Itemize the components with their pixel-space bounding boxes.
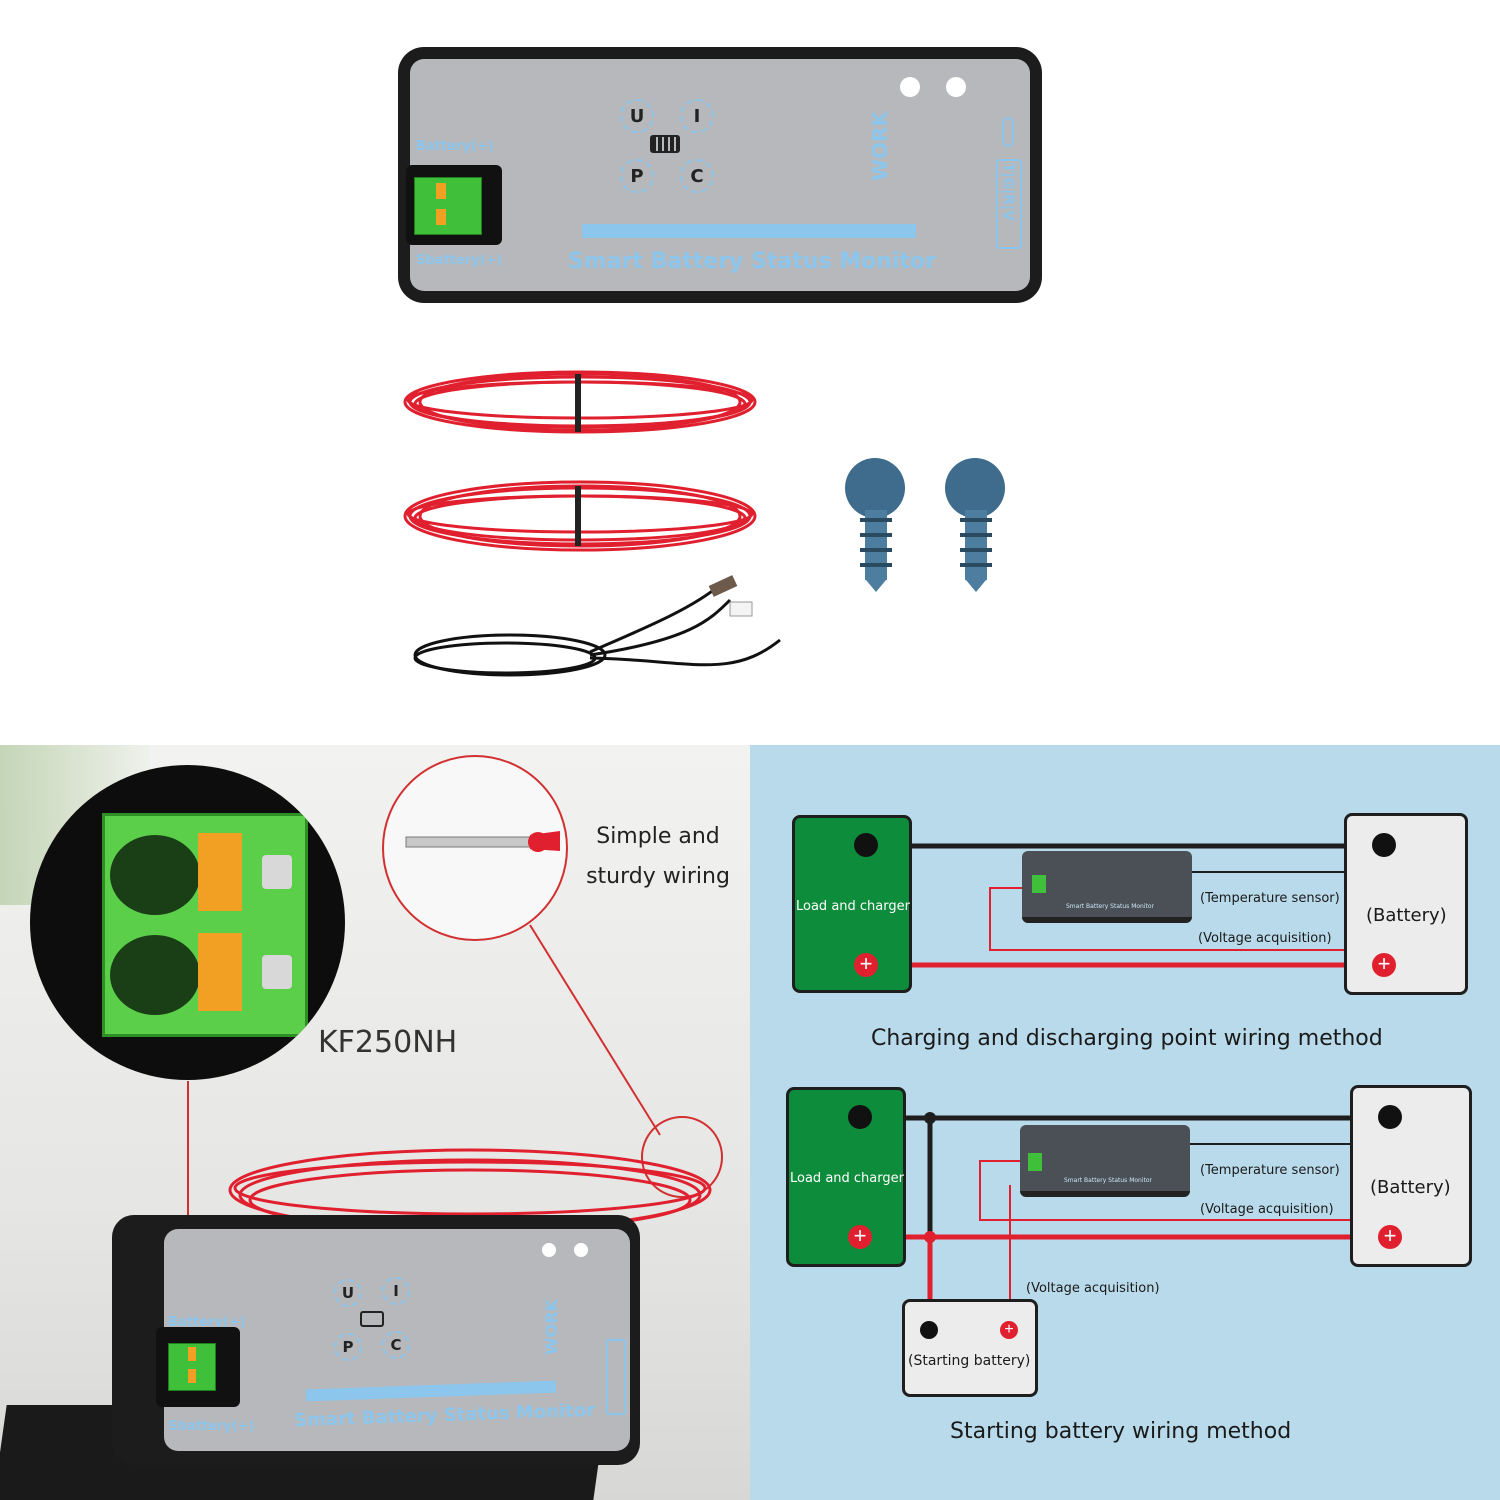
plus-terminal-icon-2: + xyxy=(848,1225,872,1249)
zoom-clamp-1 xyxy=(198,833,242,911)
volt-acq-label-3: (Voltage acquisition) xyxy=(1026,1281,1160,1296)
minus-terminal-icon-1 xyxy=(854,833,878,857)
photo-device-title: Smart Battery Status Monitor xyxy=(293,1399,596,1432)
zoom-tab-2 xyxy=(262,955,292,989)
load-charger-label-2: Load and charger xyxy=(790,1171,904,1186)
diagram1-caption: Charging and discharging point wiring me… xyxy=(871,1026,1383,1051)
mini-terminal-1 xyxy=(1032,875,1046,893)
blue-bar xyxy=(582,224,916,238)
photo-u-button[interactable]: U xyxy=(334,1279,362,1307)
thermometer-icon xyxy=(1002,117,1014,147)
photo-work-led-2 xyxy=(574,1243,588,1257)
photo-sbattery-plus-label: Sbattery(+) xyxy=(168,1419,255,1434)
screw-2 xyxy=(945,458,1005,592)
work-label: WORK xyxy=(868,111,892,181)
plus-terminal-icon-1: + xyxy=(854,953,878,977)
starting-plus-icon: + xyxy=(1000,1321,1018,1339)
battery-plus-icon-1: + xyxy=(1372,953,1396,977)
zoom-clamp-2 xyxy=(198,933,242,1011)
battery-label-2: (Battery) xyxy=(1370,1177,1451,1198)
terminal-block xyxy=(406,165,502,245)
zoom-hole-2 xyxy=(110,935,200,1015)
photo-monitor-device: Battery(+) Sbattery(+) U I P C Smart Bat… xyxy=(112,1215,640,1465)
photo-terminal-block xyxy=(156,1327,240,1407)
device-title: Smart Battery Status Monitor xyxy=(568,249,936,274)
mini-terminal-2 xyxy=(1028,1153,1042,1171)
load-charger-box-2 xyxy=(786,1087,906,1267)
sensor-probe xyxy=(708,575,738,597)
wiring-note: Simple and sturdy wiring xyxy=(586,824,730,889)
battery-box-2 xyxy=(1350,1085,1472,1267)
photo-work-led-1 xyxy=(542,1243,556,1257)
i-button[interactable]: I xyxy=(680,99,714,133)
photo-orange-clamp-1 xyxy=(188,1347,196,1361)
load-charger-box-1 xyxy=(792,815,912,993)
work-led-2 xyxy=(946,77,966,97)
mini-monitor-1: Smart Battery Status Monitor xyxy=(1022,851,1192,923)
c-button[interactable]: C xyxy=(680,159,714,193)
photo-c-button[interactable]: C xyxy=(382,1331,410,1359)
accessories xyxy=(403,370,1005,677)
wire-tie-2 xyxy=(575,486,581,546)
zoom-hole-1 xyxy=(110,835,200,915)
orange-clamp-1 xyxy=(436,183,446,199)
monitor-device: Battery(+) Sbattery(+) U I P C Smart Bat… xyxy=(398,47,1042,303)
battery-icon xyxy=(650,135,680,153)
monitor-face: Battery(+) Sbattery(+) U I P C Smart Bat… xyxy=(410,59,1030,291)
wire-tip-icon xyxy=(405,831,560,852)
orange-clamp-2 xyxy=(436,209,446,225)
temperature-sensor-cable xyxy=(413,583,781,677)
photo-tgrv-box xyxy=(606,1339,626,1415)
starting-minus-icon xyxy=(920,1321,938,1339)
u-button[interactable]: U xyxy=(620,99,654,133)
wiring-diagram-panel: Load and charger + (Battery) + Smart Bat… xyxy=(750,745,1500,1500)
photo-orange-clamp-2 xyxy=(188,1369,196,1383)
battery-minus-icon-2 xyxy=(1378,1105,1402,1129)
starting-battery-box xyxy=(902,1299,1038,1397)
mini-monitor-2: Smart Battery Status Monitor xyxy=(1020,1125,1190,1197)
wire-tie-1 xyxy=(575,374,581,432)
terminal-magnifier xyxy=(30,765,345,1080)
screw-1 xyxy=(845,458,905,592)
work-led-1 xyxy=(900,77,920,97)
sbattery-plus-label: Sbattery(+) xyxy=(416,253,503,268)
zoom-tab-1 xyxy=(262,855,292,889)
battery-plus-icon-2: + xyxy=(1378,1225,1402,1249)
battery-minus-icon-1 xyxy=(1372,833,1396,857)
battery-plus-label: Battery(+) xyxy=(416,139,494,154)
photo-blue-bar xyxy=(305,1380,557,1402)
load-charger-label-1: Load and charger xyxy=(796,899,910,914)
photo-p-button[interactable]: P xyxy=(334,1333,362,1361)
battery-box-1 xyxy=(1344,813,1468,995)
green-connector xyxy=(414,177,482,235)
tgrv-label-box: T|G|R|V xyxy=(996,159,1022,249)
diagram2-caption: Starting battery wiring method xyxy=(950,1419,1292,1444)
photo-battery-plus-label: Battery(+) xyxy=(168,1315,246,1330)
starting-battery-label: (Starting battery) xyxy=(908,1353,1031,1369)
photo-monitor-face: Battery(+) Sbattery(+) U I P C Smart Bat… xyxy=(164,1229,630,1451)
sensor-plug xyxy=(729,601,753,617)
temp-sensor-label-1: (Temperature sensor) xyxy=(1200,891,1340,906)
model-label: KF250NH xyxy=(318,1025,458,1060)
temp-sensor-label-2: (Temperature sensor) xyxy=(1200,1163,1340,1178)
minus-terminal-icon-2 xyxy=(848,1105,872,1129)
photo-battery-icon xyxy=(360,1311,384,1327)
closeup-photo: KF250NH Simple and sturdy wiring Battery… xyxy=(0,745,750,1500)
volt-acq-label-1: (Voltage acquisition) xyxy=(1198,931,1332,946)
battery-label-1: (Battery) xyxy=(1366,905,1447,926)
photo-work-label: WORK xyxy=(542,1299,561,1355)
p-button[interactable]: P xyxy=(620,159,654,193)
volt-acq-label-2: (Voltage acquisition) xyxy=(1200,1202,1334,1217)
photo-i-button[interactable]: I xyxy=(382,1277,410,1305)
